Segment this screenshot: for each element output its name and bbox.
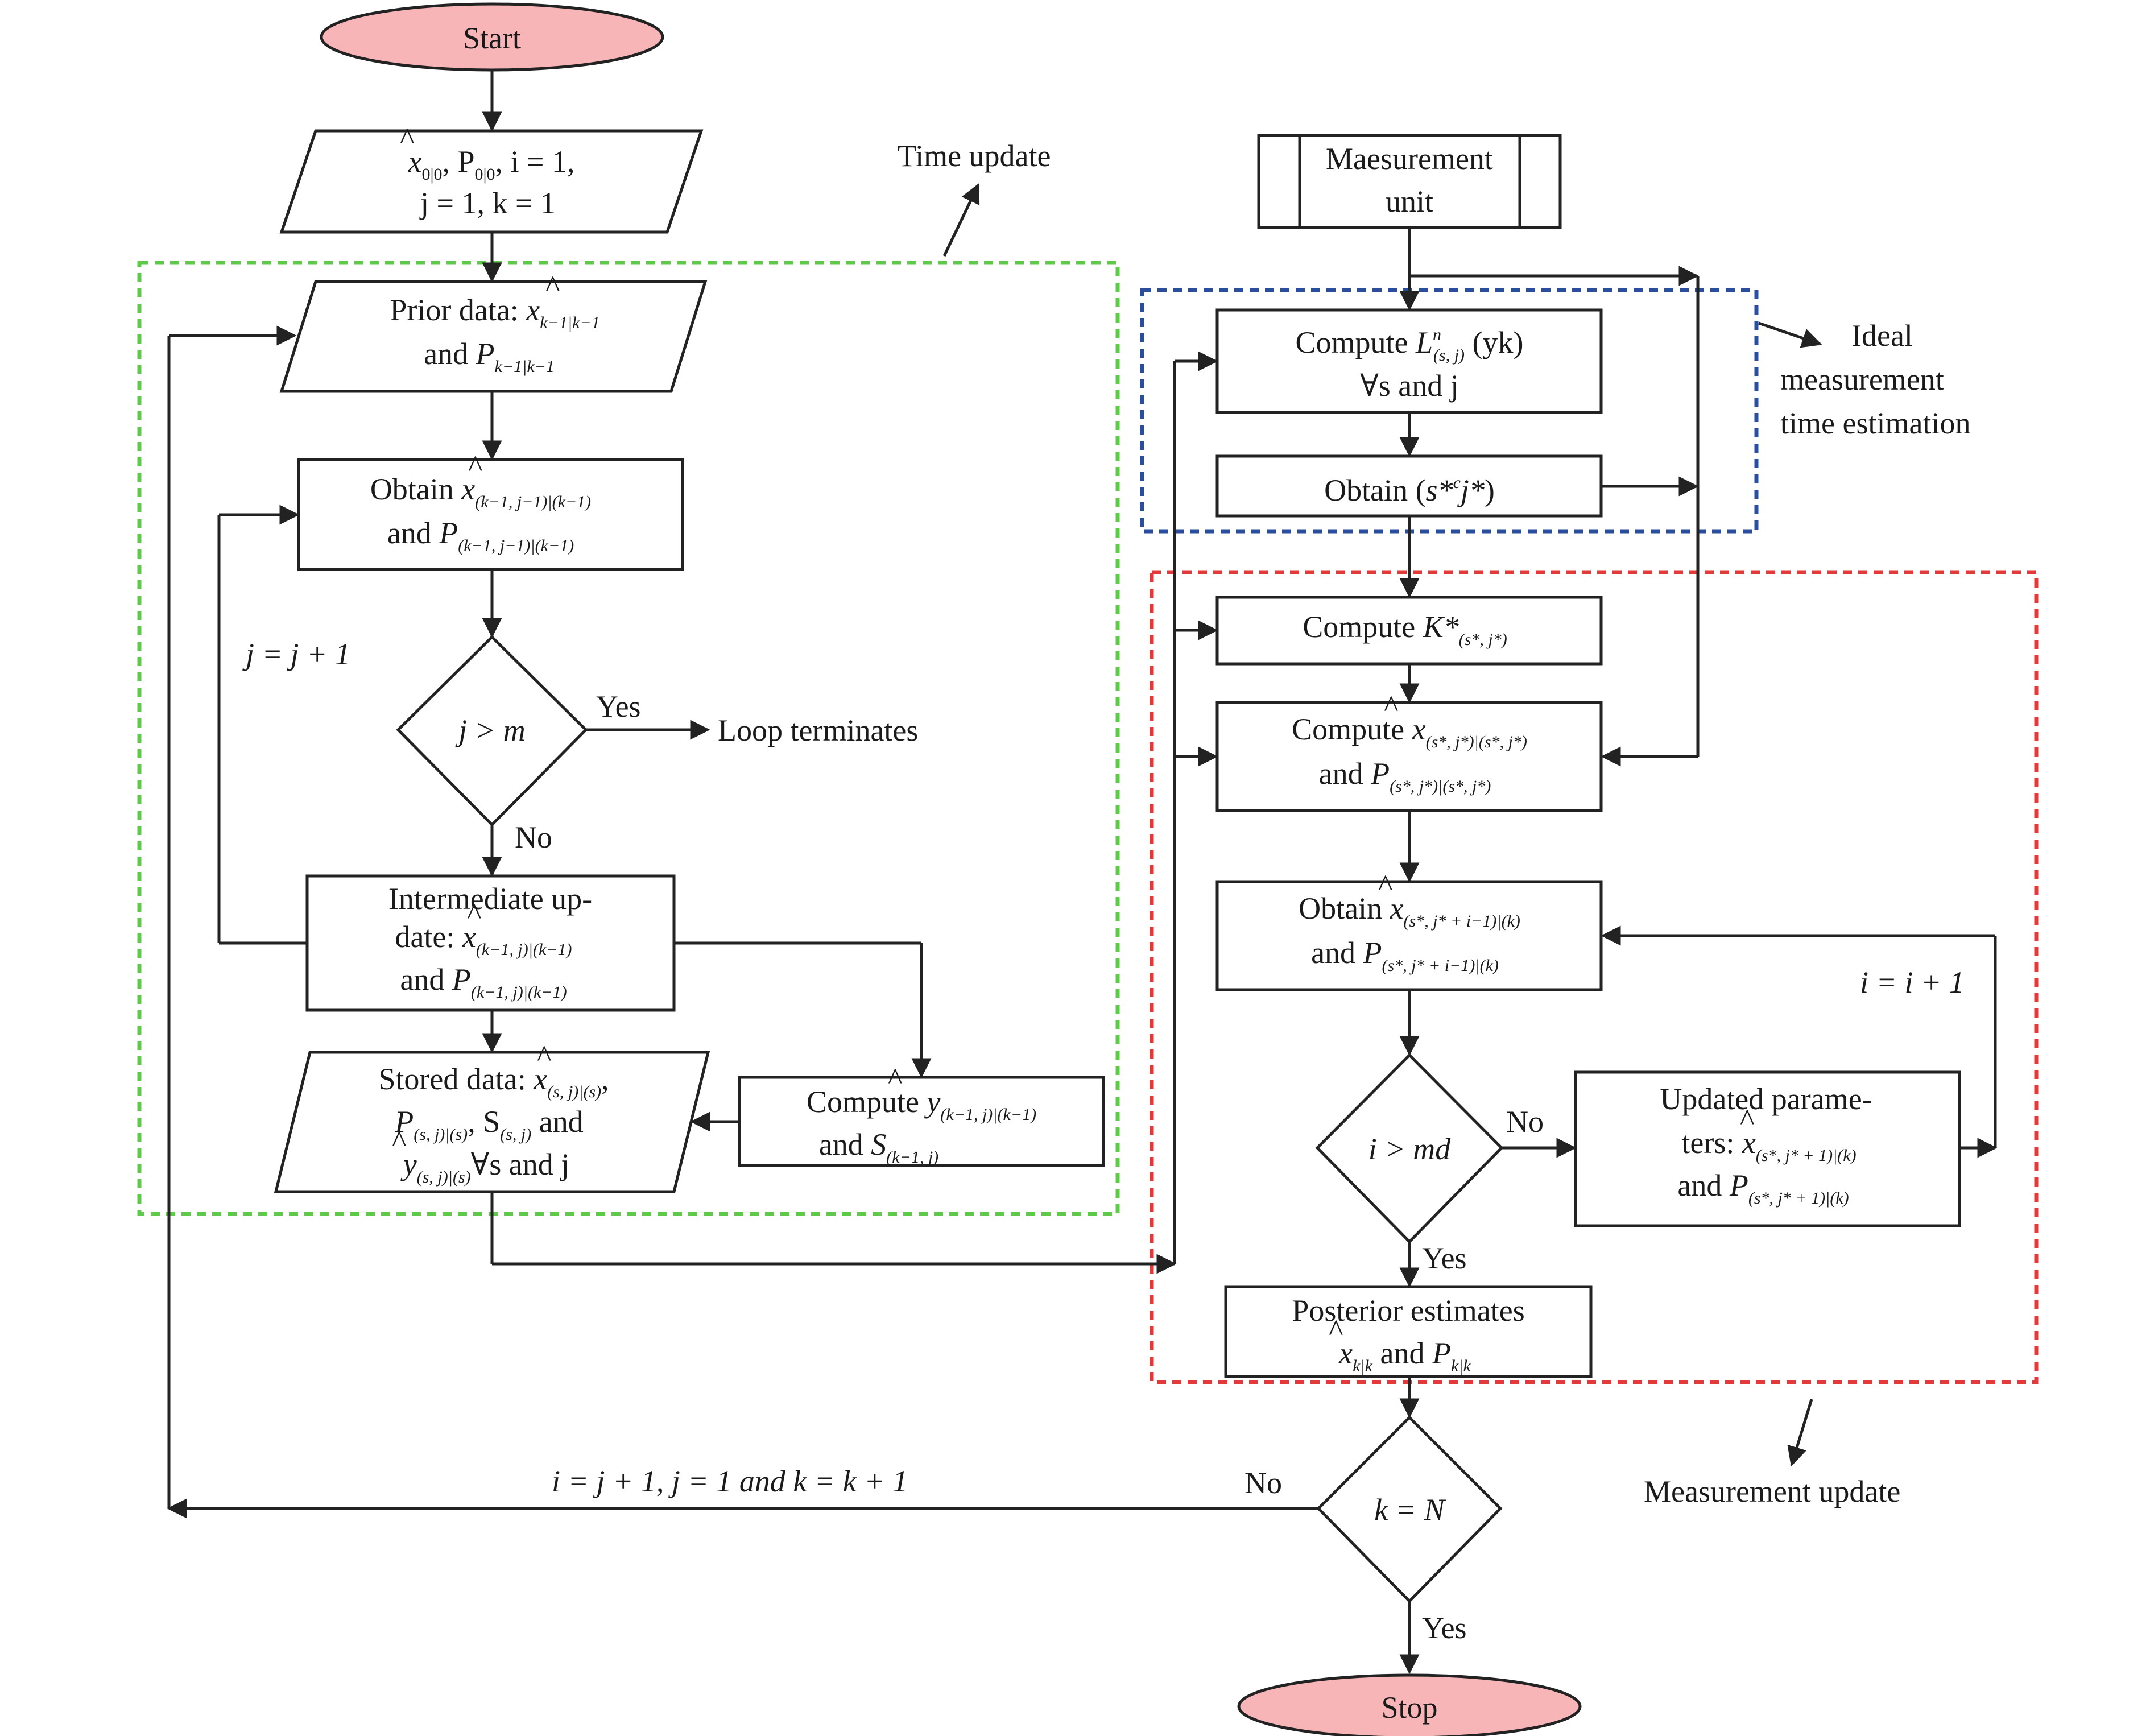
init-line2: j = 1, k = 1 <box>419 186 556 220</box>
stop-terminal <box>1237 1673 1582 1736</box>
computex-line1: Compute x(s*, j*)|(s*, j*) <box>1292 712 1527 751</box>
stored-line2: P(s, j)|(s), S(s, j) and <box>394 1105 583 1144</box>
computeL-line1: Compute Ln(s, j) (yk) <box>1295 325 1523 365</box>
decision-kN-label: k = N <box>1374 1493 1446 1527</box>
prior-hat: ^ <box>545 270 560 304</box>
computey-line1: Compute y(k−1, j)|(k−1) <box>807 1085 1036 1124</box>
no-kN-label: No <box>1244 1466 1282 1500</box>
stored-line3: y(s, j)|(s)∀s and j <box>400 1147 569 1187</box>
computey-line2: and S(k−1, j) <box>819 1127 938 1167</box>
ideal-label-line2: measurement <box>1780 362 1944 396</box>
reset-loop-label: i = j + 1, j = 1 and k = k + 1 <box>552 1464 908 1498</box>
stored-hat2: ^ <box>391 1125 406 1159</box>
j-increment-label: j = j + 1 <box>242 637 350 671</box>
stop-label: Stop <box>1381 1690 1437 1725</box>
prior-line1: Prior data: xk−1|k−1 <box>390 293 599 332</box>
obtain1-line1: Obtain x(k−1, j−1)|(k−1) <box>370 472 591 511</box>
init-line1: x0|0, P0|0, i = 1, <box>407 144 574 184</box>
ideal-label-line3: time estimation <box>1780 406 1970 440</box>
posterior-hat: ^ <box>1328 1313 1343 1348</box>
compute-L-box <box>1215 308 1603 414</box>
measurement-unit-box <box>1257 134 1562 229</box>
prior-line2: and Pk−1|k−1 <box>424 337 555 376</box>
decision-jm-label: j > m <box>455 713 525 747</box>
ideal-measurement-group <box>1140 288 1759 534</box>
obtain2-line1: Obtain x(s*, j* + i−1)|(k) <box>1299 891 1520 931</box>
prior-data-box <box>279 280 708 393</box>
updated-line2: ters: x(s*, j* + 1)|(k) <box>1681 1126 1856 1165</box>
yes-kN-label: Yes <box>1422 1611 1467 1645</box>
time-update-label: Time update <box>898 139 1051 173</box>
obtain2-hat: ^ <box>1378 869 1392 903</box>
decision-imd-label: i > md <box>1368 1132 1451 1166</box>
i-increment-label: i = i + 1 <box>1860 965 1965 999</box>
updated-line3: and P(s*, j* + 1)|(k) <box>1677 1168 1849 1208</box>
init-hat: ^ <box>399 122 414 156</box>
intermediate-line2: date: x(k−1, j)|(k−1) <box>395 920 572 959</box>
compute-x-box <box>1215 701 1603 812</box>
computey-hat: ^ <box>887 1062 902 1096</box>
obtain2-line2: and P(s*, j* + i−1)|(k) <box>1311 936 1499 975</box>
updated-line1: Updated parame- <box>1660 1082 1872 1116</box>
updated-hat: ^ <box>1739 1103 1754 1137</box>
stored-hat1: ^ <box>536 1039 551 1073</box>
yes-jm-label: Yes <box>596 689 641 724</box>
init-parameters-box <box>279 129 704 234</box>
computex-line2: and P(s*, j*)|(s*, j*) <box>1319 757 1491 796</box>
computeL-line2: ∀s and j <box>1360 369 1459 403</box>
loop-terminates-label: Loop terminates <box>718 713 918 747</box>
obtain1-line2: and P(k−1, j−1)|(k−1) <box>387 516 574 555</box>
intermediate-hat: ^ <box>466 897 481 931</box>
posterior-line1: Posterior estimates <box>1292 1293 1524 1328</box>
computeK-label: Compute K*(s*, j*) <box>1303 610 1507 649</box>
meas-unit-line1: Maesurement <box>1326 142 1493 176</box>
obtain1-hat: ^ <box>468 449 482 483</box>
intermediate-line3: and P(k−1, j)|(k−1) <box>400 962 567 1002</box>
no-imd-label: No <box>1506 1105 1544 1139</box>
measurement-update-group <box>1150 570 2039 1384</box>
computex-hat: ^ <box>1383 689 1398 724</box>
no-jm-label: No <box>515 820 552 854</box>
yes-imd-label: Yes <box>1422 1241 1467 1275</box>
start-label: Start <box>463 21 521 55</box>
updated-parameters-box <box>1574 1070 1961 1227</box>
obtain-sj-label: Obtain (s*cj*) <box>1324 473 1495 507</box>
posterior-line2: xk|k and Pk|k <box>1338 1336 1471 1375</box>
posterior-estimates-box <box>1224 1285 1593 1378</box>
obtain-sj-box <box>1215 454 1603 518</box>
measurement-update-label: Measurement update <box>1644 1474 1900 1508</box>
intermediate-line1: Intermediate up- <box>388 882 592 916</box>
compute-K-box <box>1215 596 1603 666</box>
time-update-group <box>137 261 1120 1216</box>
stored-line1: Stored data: x(s, j)|(s), <box>378 1062 609 1101</box>
ideal-label-line1: Ideal <box>1851 319 1913 353</box>
stored-data-box <box>274 1051 710 1193</box>
meas-unit-line2: unit <box>1386 184 1433 218</box>
